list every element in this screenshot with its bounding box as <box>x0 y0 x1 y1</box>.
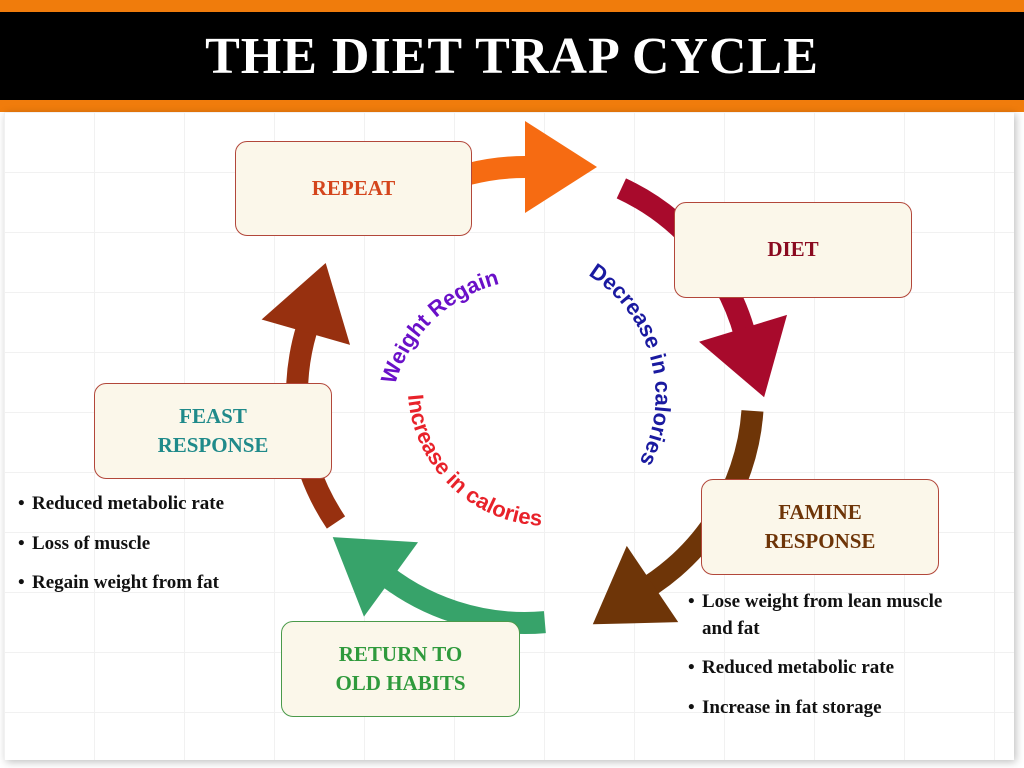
increase-calories-label: Increase in calories <box>403 393 543 531</box>
feast-arrowhead <box>261 262 351 345</box>
title-band: THE DIET TRAP CYCLE <box>0 0 1024 112</box>
increase-calories-text: Increase in calories <box>403 393 543 531</box>
repeat-arrowhead <box>525 121 597 213</box>
weight-regain-text: Weight Regain <box>376 264 501 386</box>
decrease-calories-label: Decrease in calories <box>585 258 675 470</box>
list-item: Increase in fat storage <box>688 695 958 722</box>
repeat-box: REPEAT <box>235 141 472 236</box>
famine-response-label: FAMINE RESPONSE <box>764 499 876 553</box>
list-item: Reduced metabolic rate <box>18 491 308 518</box>
feast-bullet-list: Reduced metabolic rate Loss of muscle Re… <box>18 491 308 610</box>
diet-arrowhead <box>699 314 788 398</box>
list-item: Loss of muscle <box>18 531 308 558</box>
famine-response-box: FAMINE RESPONSE <box>701 479 939 575</box>
weight-regain-label: Weight Regain <box>376 264 501 386</box>
feast-response-label: FEAST RESPONSE <box>157 403 269 457</box>
decrease-calories-text: Decrease in calories <box>585 258 675 470</box>
feast-response-box: FEAST RESPONSE <box>94 383 332 479</box>
repeat-label: REPEAT <box>311 175 396 200</box>
diet-box: DIET <box>674 202 912 298</box>
return-arc <box>368 558 546 634</box>
title-background: THE DIET TRAP CYCLE <box>0 12 1024 100</box>
page-title: THE DIET TRAP CYCLE <box>205 27 819 85</box>
famine-bullet-list: Lose weight from lean muscle and fat Red… <box>688 589 958 734</box>
diet-label: DIET <box>767 237 819 262</box>
list-item: Reduced metabolic rate <box>688 655 958 682</box>
return-to-old-habits-box: RETURN TO OLD HABITS <box>281 621 520 717</box>
famine-arrowhead <box>592 545 679 625</box>
return-arrowhead <box>332 537 419 617</box>
list-item: Lose weight from lean muscle and fat <box>688 589 958 642</box>
return-to-old-habits-label: RETURN TO OLD HABITS <box>335 641 466 695</box>
list-item: Regain weight from fat <box>18 570 308 597</box>
